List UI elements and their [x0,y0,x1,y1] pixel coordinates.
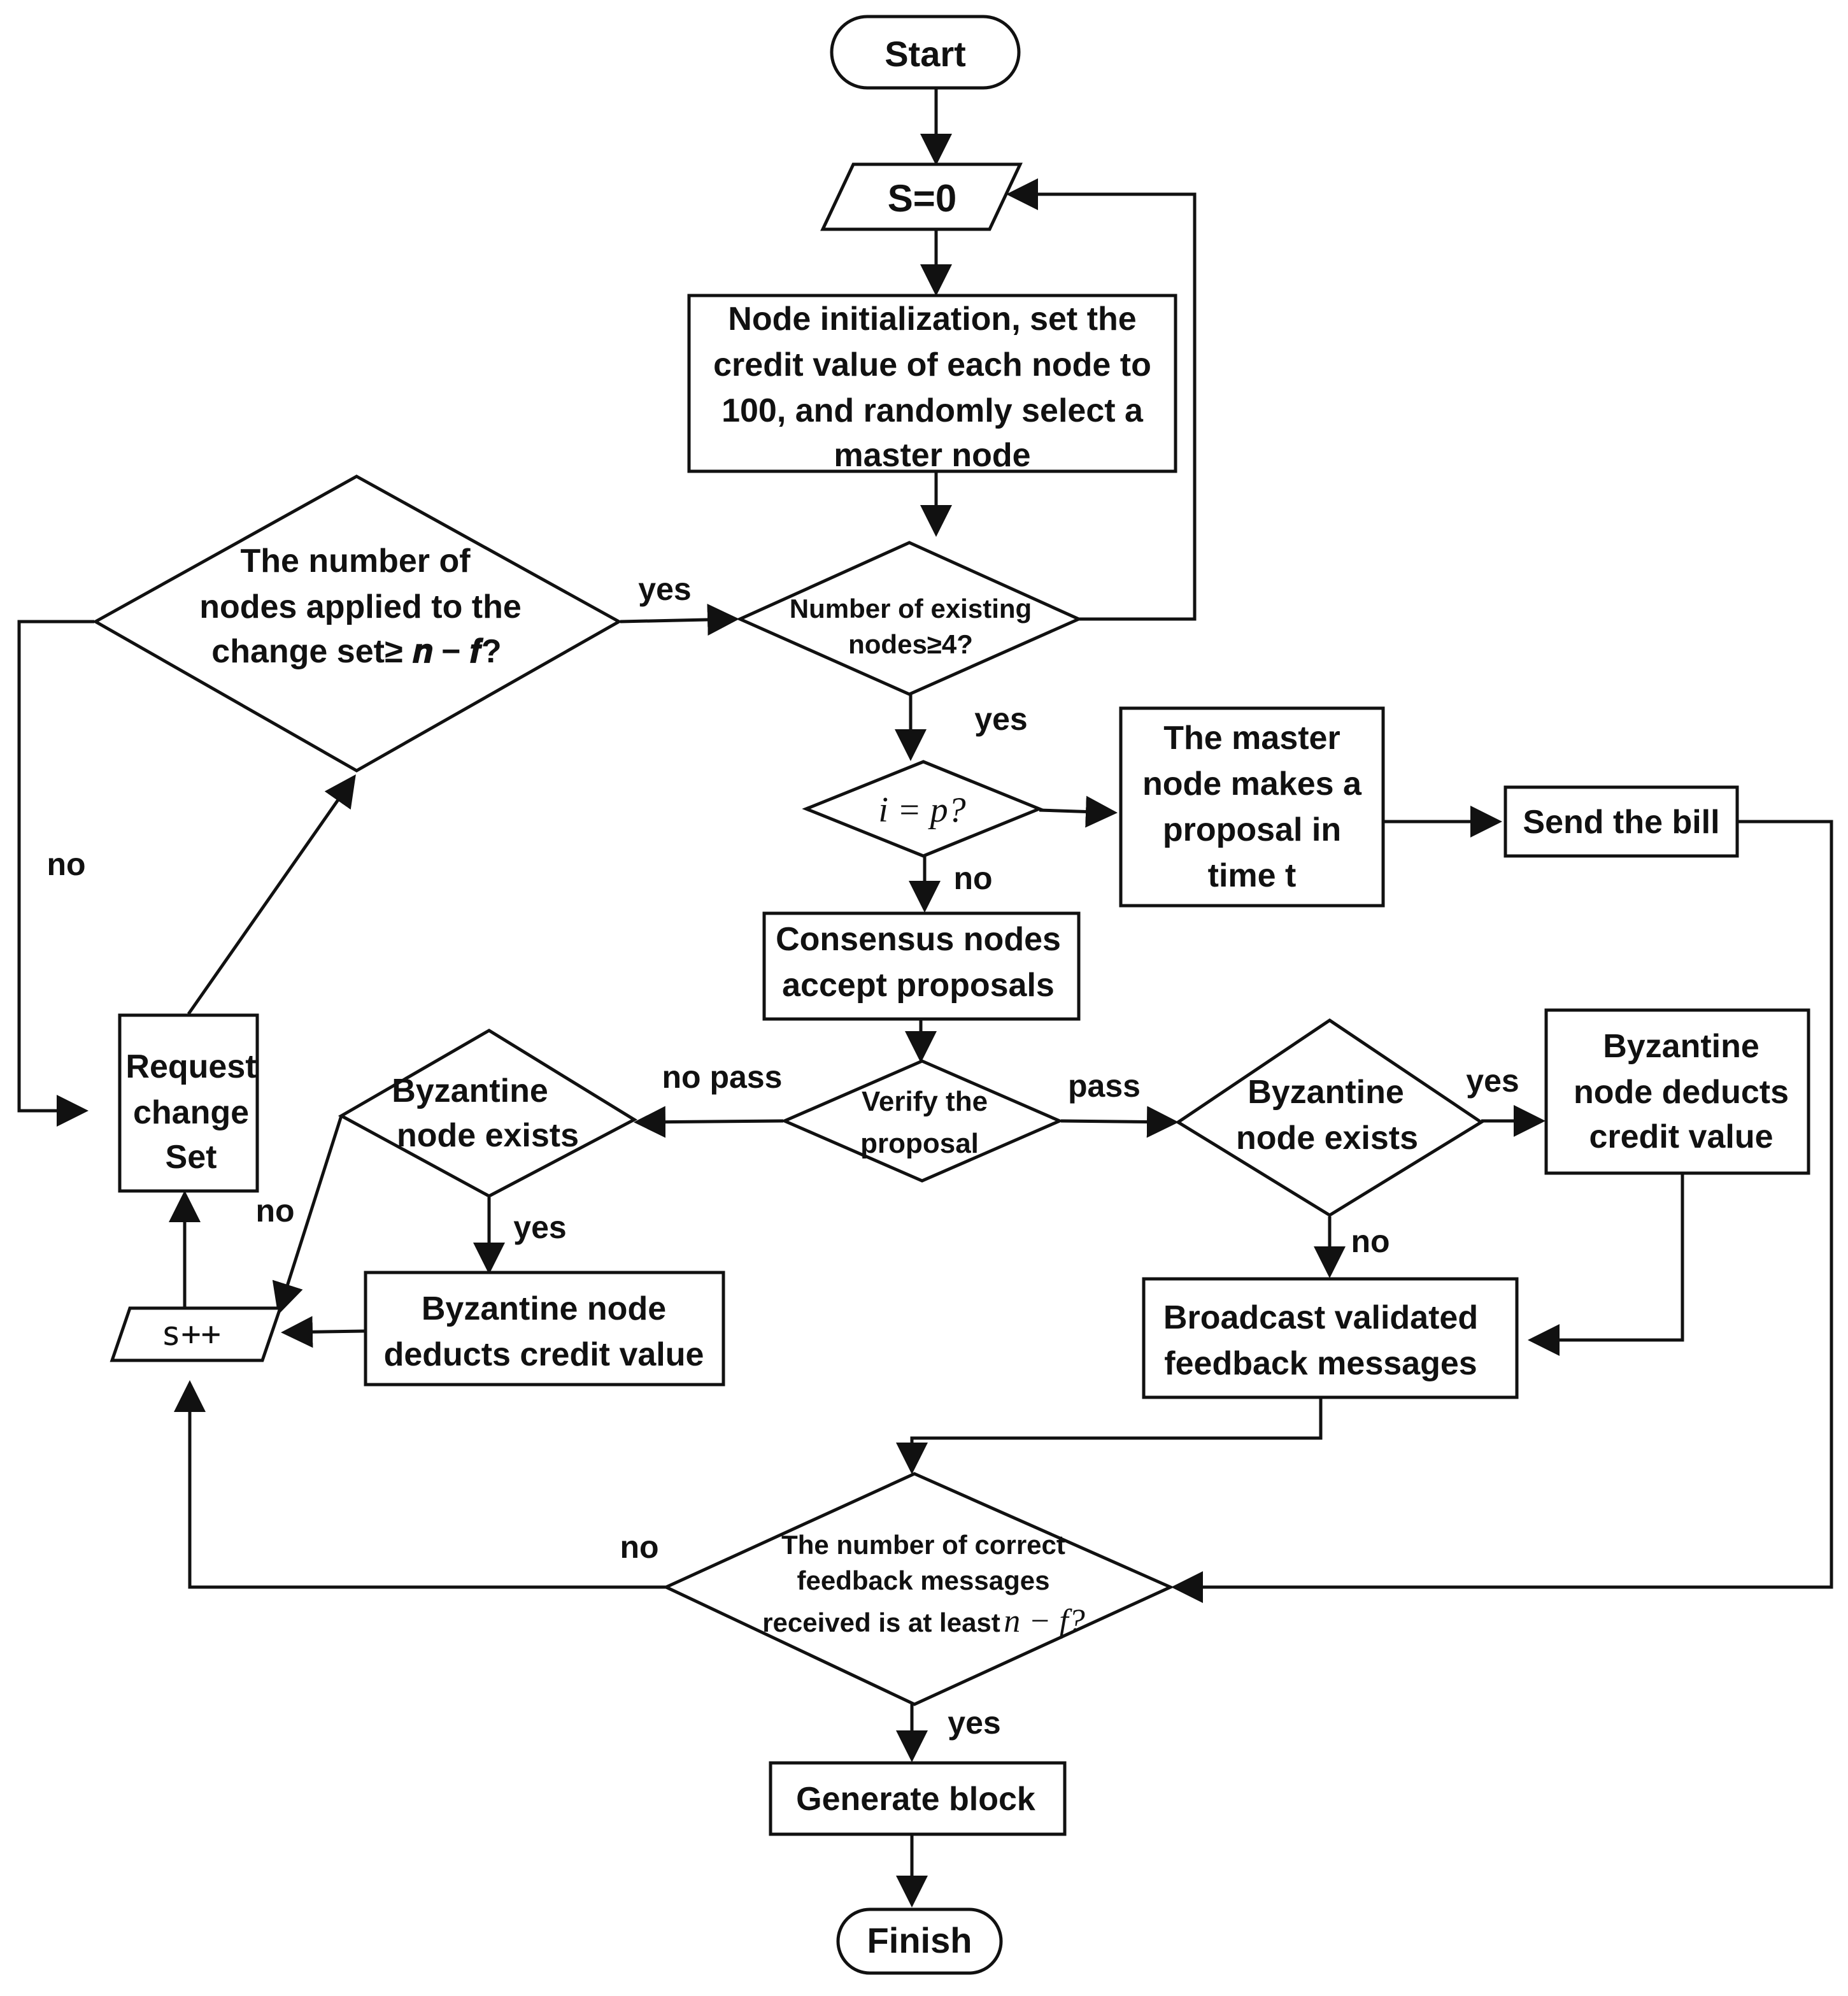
i-equals-p-decision: i = p? [802,760,1044,858]
label-no-feedback: no [620,1529,658,1565]
deduct-left-label-line-1: Byzantine node [422,1290,666,1327]
verify-label-line-2: proposal [860,1128,979,1159]
init-label-line-2: credit value of each node to [713,346,1151,383]
byz-right-label-line-1: Byzantine [1247,1074,1404,1111]
init-label-line-3: 100, and randomly select a [721,392,1144,429]
deduct-left-process: Byzantine node deducts credit value [364,1271,725,1387]
finish-terminal: Finish [836,1907,1003,1975]
s-increment-label: s++ [161,1315,221,1353]
send-bill-label: Send the bill [1523,804,1719,841]
master-label-line-3: proposal in [1163,811,1341,848]
edge-change-yes-to-existing [620,603,739,636]
deduct-right-label-line-1: Byzantine [1603,1028,1759,1065]
broadcast-label-line-2: feedback messages [1164,1345,1477,1382]
byzantine-right-decision: Byzantine node exists [1175,1018,1484,1217]
send-bill-process: Send the bill [1503,785,1739,858]
feedback-label-line-4: n − f? [1004,1603,1085,1639]
deduct-left-label-line-2: deducts credit value [384,1336,704,1373]
master-label-line-1: The master [1163,720,1340,757]
byz-left-label-line-2: node exists [397,1117,579,1154]
generate-label: Generate block [796,1781,1035,1818]
edge-existing-no-loop [1006,178,1197,621]
connectors [17,89,1833,1907]
label-yes-existing: yes [974,701,1027,737]
edge-byzleft-no [272,1115,343,1315]
init-label-line-4: master node [834,437,1030,474]
feedback-label-line-2: feedback messages [797,1565,1050,1595]
label-no-ieqp: no [953,860,992,896]
init-process: Node initialization, set the credit valu… [687,294,1177,474]
edge-labels: yes yes no no no pass pass yes no yes no… [46,571,1519,1741]
byz-left-label-line-1: Byzantine [392,1073,548,1109]
existing-nodes-decision: Number of existing nodes≥4? [736,541,1083,696]
edge-bill-to-feedback [1171,820,1833,1603]
i-equals-p-label: i = p? [878,790,965,830]
s-zero-io: S=0 [820,162,1023,231]
consensus-label-line-1: Consensus nodes [776,921,1061,958]
edge-ieqp-to-master [1039,795,1118,828]
feedback-label-line-3: received is at least [762,1607,1000,1637]
deduct-right-label-line-2: node deducts [1574,1074,1789,1111]
s-zero-label: S=0 [888,177,956,220]
byz-right-label-line-2: node exists [1236,1120,1418,1157]
verify-label-line-1: Verify the [862,1086,988,1117]
label-no-byz-left: no [255,1193,294,1229]
edge-verify-pass [1060,1106,1179,1138]
label-yes-byz-left: yes [513,1209,566,1245]
edge-feedback-no [174,1380,666,1589]
edge-verify-nopass [634,1106,784,1138]
edge-change-no [17,620,94,1127]
label-yes-byz-right: yes [1466,1063,1519,1099]
label-no-byz-right: no [1351,1223,1390,1259]
change-set-decision: The number of nodes applied to the chang… [92,474,623,773]
change-set-label-line-3: change set≥ 𝒏 − 𝒇? [211,633,501,670]
broadcast-process: Broadcast validated feedback messages [1142,1277,1519,1399]
deduct-right-process: Byzantine node deducts credit value [1544,1008,1810,1175]
master-proposal-process: The master node makes a proposal in time… [1119,706,1385,908]
master-label-line-2: node makes a [1142,766,1362,802]
verify-decision: Verify the proposal [780,1059,1064,1183]
byzantine-left-decision: Byzantine node exists [338,1029,638,1198]
feedback-label-line-1: The number of correct [781,1530,1065,1560]
existing-label-line-1: Number of existing [790,594,1032,624]
init-label-line-1: Node initialization, set the [728,301,1136,338]
feedback-decision: The number of correct feedback messages … [662,1472,1175,1706]
s-increment-io: s++ [110,1306,283,1362]
edge-broadcast-to-feedback [896,1399,1323,1474]
label-yes-change: yes [638,571,691,607]
change-set-label-line-1: The number of [240,543,471,580]
finish-label: Finish [867,1920,972,1960]
request-label-line-3: Set [166,1139,217,1176]
edge-deductright-to-broadcast [1528,1173,1684,1356]
generate-process: Generate block [769,1761,1067,1836]
consensus-process: Consensus nodes accept proposals [762,911,1081,1021]
label-no-change: no [46,846,85,882]
broadcast-label-line-1: Broadcast validated [1163,1299,1478,1336]
label-pass: pass [1068,1068,1141,1104]
start-terminal: Start [830,15,1021,90]
label-yes-feedback: yes [948,1705,1000,1741]
start-label: Start [885,34,966,74]
request-change-process: Request change Set [118,1013,259,1193]
request-label-line-2: change [133,1094,249,1131]
change-set-label-line-2: nodes applied to the [199,588,522,625]
master-label-line-4: time t [1208,857,1297,894]
request-label-line-1: Request [125,1048,256,1085]
label-no-pass: no pass [662,1059,783,1095]
deduct-right-label-line-3: credit value [1589,1118,1773,1155]
existing-label-line-2: nodes≥4? [848,629,973,659]
edge-deductleft-to-sinc [281,1316,365,1348]
consensus-label-line-2: accept proposals [782,967,1055,1004]
edge-request-to-changecheck [187,774,356,1015]
